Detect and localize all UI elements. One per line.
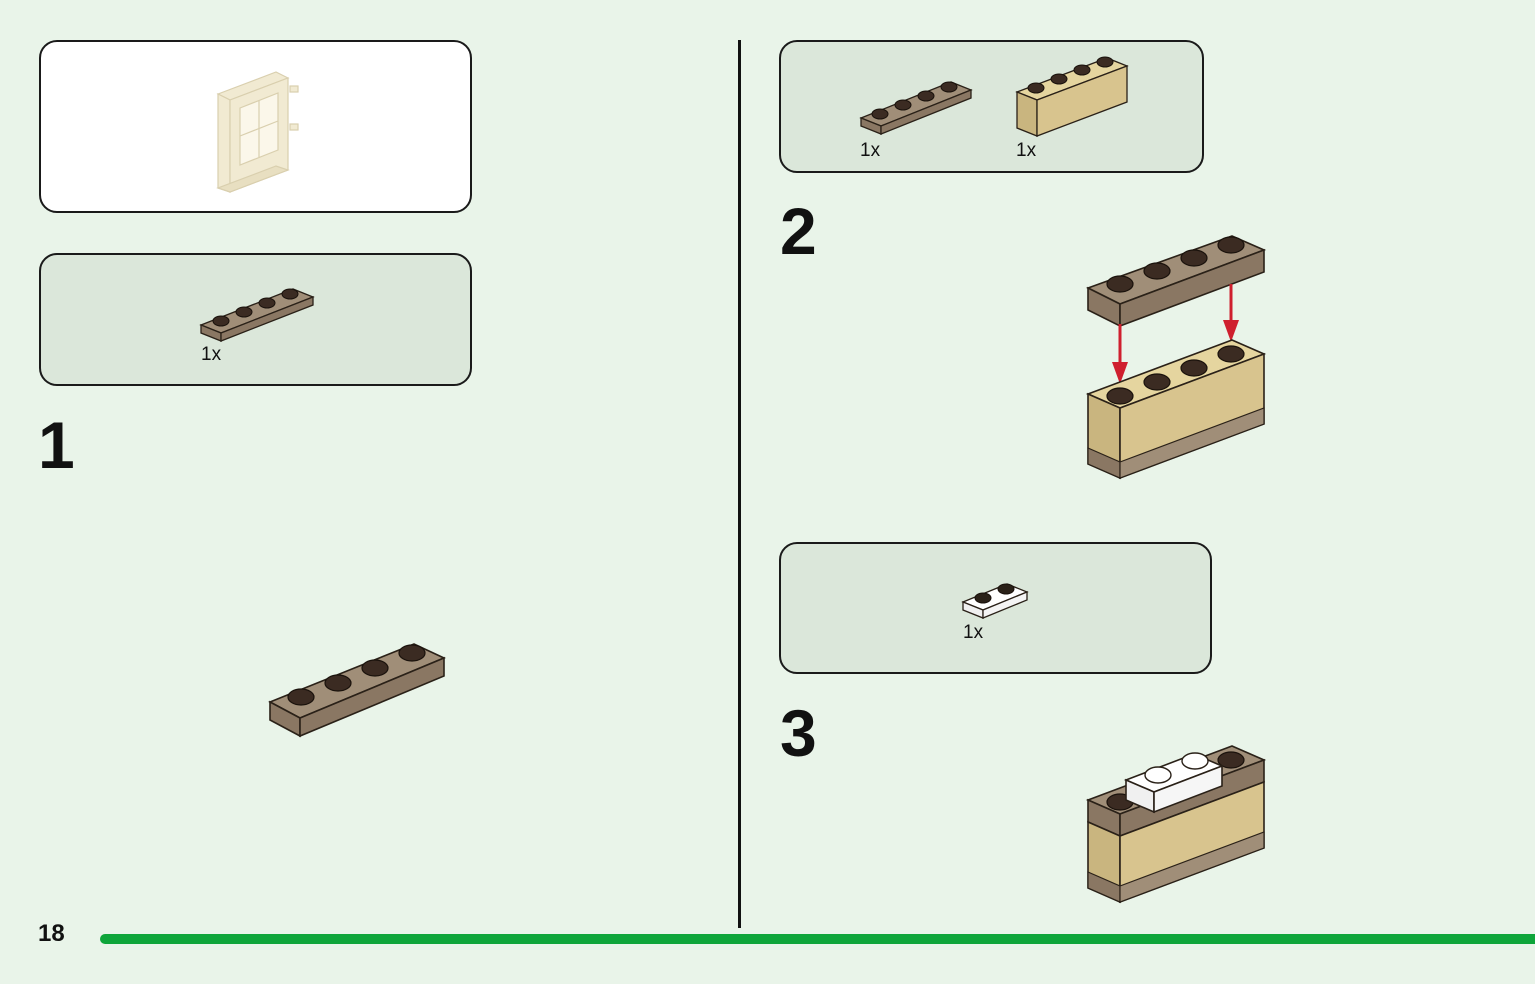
part-qty: 1x (201, 344, 222, 365)
parts-box-step3: 1x (779, 542, 1212, 674)
tan-brick-1x4-icon (1015, 56, 1129, 137)
white-plate-1x2-icon (961, 583, 1029, 619)
step-number-1: 1 (38, 408, 75, 482)
dark-tan-plate-1x4-icon (199, 288, 315, 342)
part-qty: 1x (1016, 140, 1037, 161)
page-number: 18 (38, 920, 65, 947)
page-footer-bar (100, 934, 1535, 944)
step2-assembly-icon (1085, 235, 1267, 480)
step-number-3: 3 (780, 696, 817, 770)
parts-box-step2: 1x 1x (779, 40, 1204, 173)
window-assembly-icon (216, 71, 299, 193)
part-qty: 1x (963, 622, 984, 643)
page-divider (738, 40, 741, 928)
preview-box (39, 40, 472, 213)
dark-tan-plate-1x4-icon (859, 81, 973, 135)
part-qty: 1x (860, 140, 881, 161)
step1-dark-tan-plate-icon (268, 643, 446, 738)
parts-box-step1: 1x (39, 253, 472, 386)
step3-assembly-icon (1085, 745, 1267, 904)
step-number-2: 2 (780, 194, 817, 268)
